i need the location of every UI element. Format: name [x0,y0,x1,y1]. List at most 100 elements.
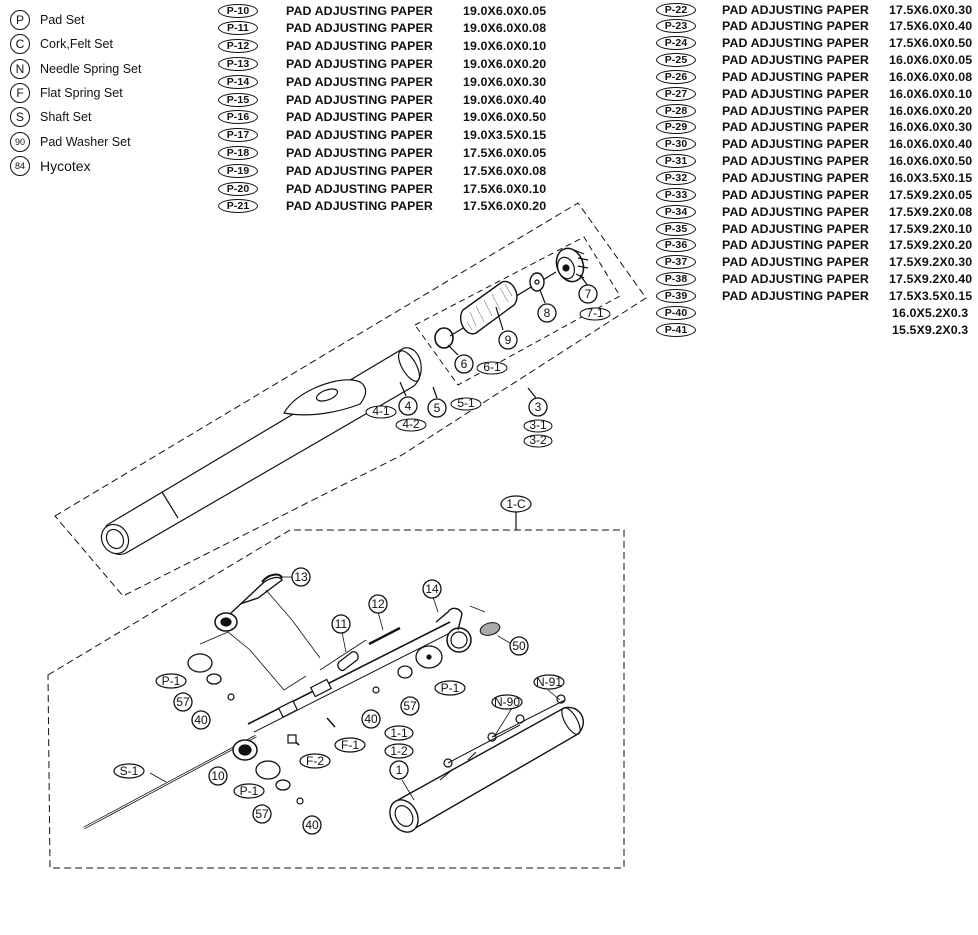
part-desc: PAD ADJUSTING PAPER [722,103,869,118]
callout-50: 50 [512,639,526,653]
part-size: 17.5X6.0X0.10 [463,181,547,196]
legend-row-flat: F Flat Spring Set [10,81,141,105]
callout-1-c: 1-C [506,497,526,511]
legend-label: Flat Spring Set [40,86,123,101]
leader-line [377,611,384,631]
callout-circle [173,692,193,712]
part-desc: PAD ADJUSTING PAPER [722,171,869,185]
head-joint-callouts: 7 7-1 8 9 6 6-1 5 5-1 4 4-1 4-2 3 3-1 3-… [365,284,611,448]
callout-s-1: S-1 [120,764,139,778]
callout-circle [368,594,388,614]
part-code: P-25 [656,53,696,68]
part-desc: PAD ADJUSTING PAPER [286,74,433,89]
part-desc: PAD ADJUSTING PAPER [286,199,433,214]
part-desc: PAD ADJUSTING PAPER [722,36,869,51]
spring-f-2-block [287,734,297,744]
callout-pill [579,307,611,321]
part-code: P-12 [218,39,258,54]
part-desc: PAD ADJUSTING PAPER [722,272,869,287]
callout-circle [331,614,351,634]
callout-8: 8 [544,306,551,320]
callout-11: 11 [335,617,348,631]
legend: P Pad Set C Cork,Felt Set N Needle Sprin… [10,8,141,178]
part-code: P-18 [218,145,258,160]
washer-57-bottom [275,779,291,791]
part-13-lever [261,573,283,583]
leader-line [495,306,504,331]
part-size: 19.0X6.0X0.10 [463,39,547,54]
callout-pill [299,753,331,769]
leader-line [341,631,347,653]
part-size: 16.0X6.0X0.08 [889,69,973,84]
pad-p-1-bottom [255,760,281,780]
callout-p-1-right: P-1 [441,681,460,695]
legend-label: Cork,Felt Set [40,37,113,52]
cork-texture [466,283,513,331]
leader-line [199,631,307,691]
legend-row-cork: C Cork,Felt Set [10,32,141,56]
part-code: P-11 [218,21,258,36]
leader-line [399,381,407,397]
part-desc: PAD ADJUSTING PAPER [722,120,869,135]
part-code: P-35 [656,221,696,236]
part-desc: PAD ADJUSTING PAPER [722,86,869,101]
legend-symbol: P [10,10,30,31]
callout-circle [537,303,557,323]
callout-pill [450,397,482,411]
callout-circle [389,760,409,780]
part-code: P-24 [656,36,696,51]
callout-circle [252,804,272,824]
part-code: P-21 [218,199,258,214]
callout-circle [427,398,447,418]
callout-circle [361,709,381,729]
part-code: P-38 [656,272,696,287]
callout-circle [528,397,548,417]
callout-14: 14 [425,582,439,596]
callout-f-1: F-1 [341,738,359,752]
callout-57-bottom: 57 [255,807,269,821]
legend-label: Needle Spring Set [40,61,142,76]
hinge-tube [309,678,333,698]
part-size: 17.5X3.5X0.15 [889,288,973,303]
part-12-pin [368,626,401,646]
callout-circle [208,766,228,786]
part-size: 17.5X6.0X0.05 [463,145,547,160]
callout-circle [454,354,474,374]
part-code: P-30 [656,137,696,152]
callout-pill [491,694,523,710]
part-1-body-tube [389,694,584,833]
screw-40-left [227,693,235,701]
part-code: P-34 [656,204,696,219]
part-9-cork [459,280,518,335]
leader-line [579,274,589,287]
screw-40-bottom [296,797,304,805]
legend-symbol: C [10,34,30,55]
hinge-tube-2 [277,700,299,718]
part-desc: PAD ADJUSTING PAPER [722,204,869,219]
part-desc: PAD ADJUSTING PAPER [722,137,869,152]
callout-pill [384,725,414,741]
legend-symbol: F [10,83,30,104]
callout-pill [434,680,466,696]
part-size: 16.0X6.0X0.30 [889,120,973,135]
callout-pill [533,674,565,690]
callout-40-left: 40 [194,713,208,727]
washer-57-left [206,673,222,685]
callout-7: 7 [585,287,592,301]
part-size: 17.5X9.2X0.10 [889,221,973,236]
shaft-s-1-core [83,735,257,829]
part-code: P-14 [218,74,258,89]
callout-n-90: N-90 [494,695,520,709]
part-size: 15.5X9.2X0.3 [892,322,969,337]
leader-line [149,772,167,783]
